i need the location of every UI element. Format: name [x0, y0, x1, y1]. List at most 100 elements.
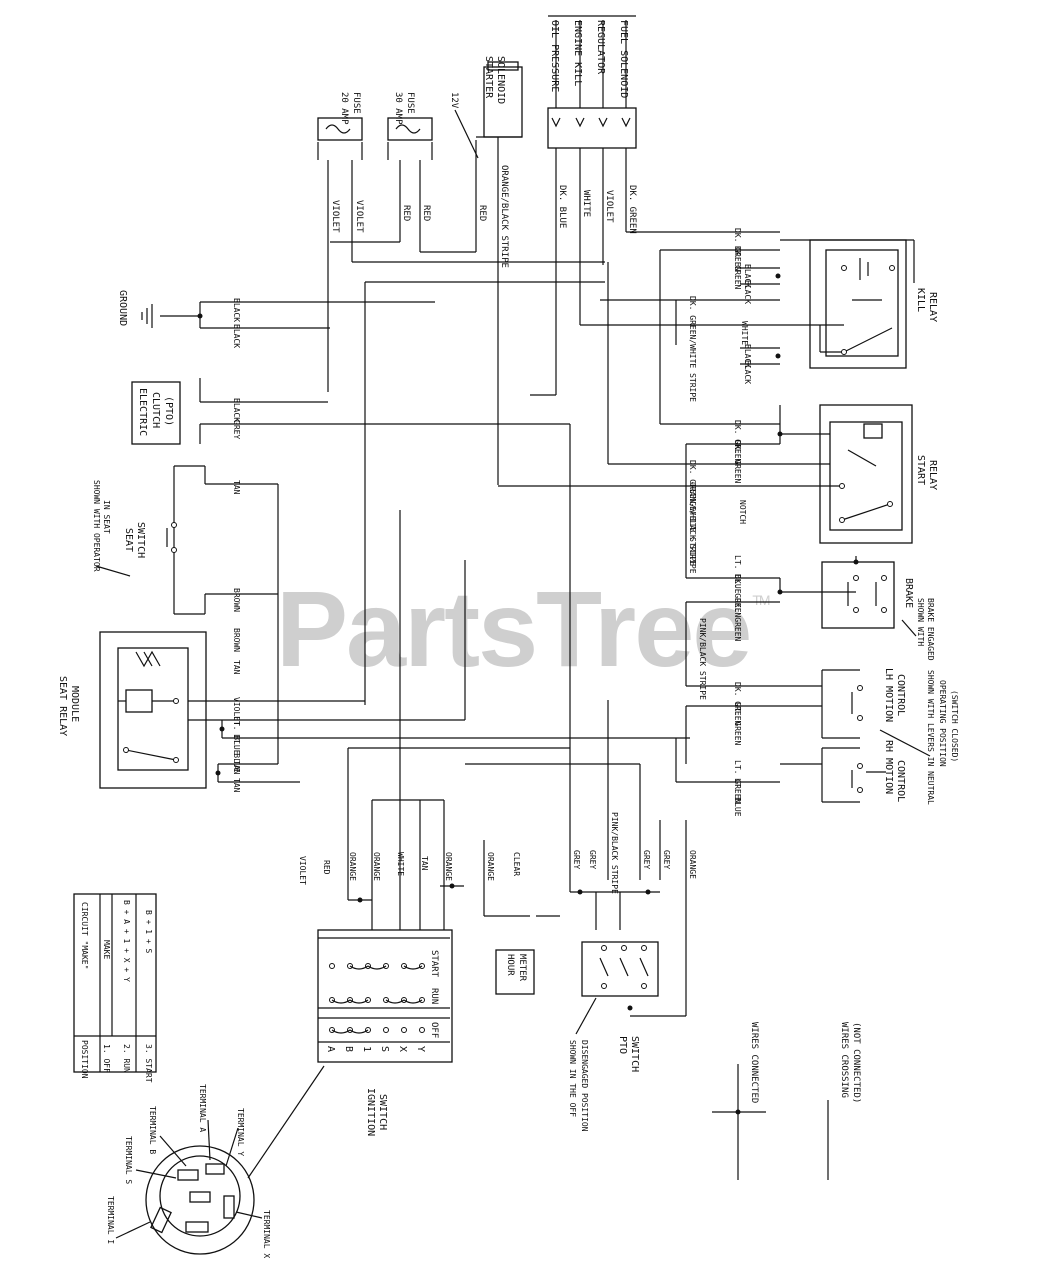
watermark-brand: PartsTree [276, 568, 752, 689]
wire-label-violet-1: VIOLET [330, 200, 340, 233]
terminal-a-label: TERMINAL A [198, 1084, 207, 1132]
legend-crossing-1: WIRES CROSSING [839, 1022, 849, 1098]
left-wire-brown-1: BROWN [232, 588, 241, 612]
right-wire-white: WHITE [740, 321, 749, 345]
left-wire-black-1: BLACK [232, 298, 241, 322]
seat-relay-label-1: SEAT RELAY [57, 676, 68, 736]
rh-motion-label-1: RH MOTION [883, 740, 894, 794]
right-wire-lt-blue-1: LT. BLUE [733, 555, 742, 594]
motion-note-1: SHOWN WITH LEVERS IN NEUTRAL [926, 670, 935, 805]
right-wire-dk-green-6: DK. GREEN [733, 598, 742, 642]
left-wire-tan-2: TAN [232, 660, 241, 675]
seat-note-2: IN SEAT [102, 500, 111, 534]
right-wire-lt-green-1: LT. GREEN [733, 702, 742, 746]
engine-connector: OIL PRESSURE ENGINE KILL REGULATOR FUEL … [547, 15, 637, 395]
top-wire-runs: VIOLET VIOLET RED RED RED ORANGE/BLACK S… [327, 140, 780, 705]
bottom-wire-grey-2: GREY [588, 850, 597, 869]
ignition-label-1: IGNITION [365, 1088, 376, 1136]
wire-label-violet-2: VIOLET [354, 200, 364, 233]
ignition-switch: START RUN OFF A B 1 S X Y IGNITION SWITC… [247, 929, 453, 1179]
legend: WIRES CONNECTED WIRES CROSSING (NOT CONN… [712, 1022, 861, 1180]
bottom-wire-orange-3: ORANGE [444, 852, 453, 881]
terminal-s-label: TERMINAL S [124, 1136, 133, 1184]
voltage-label: 12V [449, 92, 459, 109]
legend-connected: WIRES CONNECTED [749, 1022, 759, 1103]
left-wire-tan-1: TAN [232, 480, 241, 495]
hour-meter: HOUR METER [495, 949, 535, 995]
clutch-label-2: CLUTCH [150, 392, 161, 428]
left-wire-brown-2: BROWN [232, 628, 241, 652]
table-row-off-pos: 1. OFF [102, 1044, 111, 1073]
terminal-i-label: TERMINAL I [106, 1196, 115, 1244]
right-wire-dk-green-2: DK. GREEN [733, 246, 742, 290]
fuse30-label-2: FUSE [405, 92, 415, 114]
hour-meter-label-1: HOUR [505, 954, 515, 976]
left-wire-black-2: BLACK [232, 324, 241, 348]
brake-label: BRAKE [903, 578, 914, 608]
seat-switch-label-2: SWITCH [135, 522, 146, 558]
ign-row-start: START [429, 950, 439, 978]
motion-note-3: (SWITCH CLOSED) [950, 690, 959, 762]
right-wire-black-1: BLACK [743, 264, 752, 288]
kill-relay-label-1: KILL [915, 288, 926, 312]
wire-label-orange-black: ORANGE/BLACK STRIPE [499, 165, 509, 268]
lh-motion-label-1: LH MOTION [883, 668, 894, 722]
table-header-position: POSITION [80, 1040, 89, 1079]
ign-term-x: X [397, 1046, 408, 1052]
brake-note-2: BRAKE ENGAGED [926, 598, 935, 661]
left-wire-tan-3: TAN [232, 760, 241, 775]
table-row-run-make: B + A + 1 + X + Y [122, 900, 131, 982]
start-relay-label-2: RELAY [927, 460, 938, 490]
pto-label-2: SWITCH [629, 1036, 640, 1072]
starter-label-2: SOLENOID [495, 56, 506, 104]
circuit-table: POSITION CIRCUIT "MAKE" MAKE 1. OFF 2. R… [73, 893, 157, 1083]
right-wire-dk-green-7: DK. GREEN [733, 682, 742, 726]
wire-label-dk-blue: DK. BLUE [557, 185, 567, 228]
start-relay-label-1: START [915, 455, 926, 485]
fuse-20-amp: 20 AMP FUSE [317, 92, 363, 160]
seat-switch: SEAT SWITCH SHOWN WITH OPERATOR IN SEAT … [92, 465, 279, 764]
right-wire-dk-green-1: DK. GREEN [733, 228, 742, 272]
ign-term-a: A [325, 1046, 336, 1052]
table-row-start-make: B + 1 + S [144, 910, 153, 954]
pto-label-1: PTO [617, 1036, 628, 1054]
table-row-start-pos: 3. START [144, 1044, 153, 1083]
right-wire-black-2: BLACK [743, 280, 752, 304]
right-wire-dk-green-3: DK. GREEN [733, 420, 742, 464]
ign-row-off: OFF [429, 1022, 439, 1038]
lh-motion-label-2: CONTROL [895, 674, 906, 716]
electric-clutch: ELECTRIC CLUTCH (PTO) BLACK GREY [131, 378, 570, 445]
wire-label-red-2: RED [421, 205, 431, 221]
brake-switch: BRAKE SHOWN WITH BRAKE ENGAGED LT. BLUE … [685, 555, 935, 764]
connector-engine-kill: ENGINE KILL [572, 20, 583, 86]
left-wire-lt-blue-1: LT. BLUE [232, 716, 241, 755]
right-wire-dkgreen-white-1: DK. GREEN/WHITE STRIPE [688, 296, 697, 402]
wire-label-white: WHITE [581, 190, 591, 217]
bottom-wire-grey-4: GREY [662, 850, 671, 869]
rh-motion-label-2: CONTROL [895, 760, 906, 802]
seat-note-1: SHOWN WITH OPERATOR [92, 480, 101, 572]
left-wire-lt-blue-2: LT. BLUE [232, 734, 241, 773]
connector-fuel-solenoid: FUEL SOLENOID [618, 20, 629, 98]
ground-label: GROUND [117, 290, 128, 326]
left-wire-black-3: BLACK [232, 398, 241, 422]
bottom-wire-violet: VIOLET [298, 856, 307, 885]
ign-term-1: 1 [361, 1046, 372, 1052]
kill-relay-label-2: RELAY [927, 292, 938, 322]
right-wire-dkgreen-white-2: DK. GREEN/WHITE STRIPE [688, 460, 697, 566]
right-wire-lt-blue-2: LT. BLUE [733, 778, 742, 817]
bottom-wire-pink-black: PINK/BLACK STRIPE [610, 812, 619, 894]
bottom-wire-red: RED [322, 860, 331, 875]
table-sub-header: MAKE [102, 940, 111, 959]
wire-label-dk-green: DK. GREEN [627, 185, 637, 234]
ign-row-run: RUN [429, 988, 439, 1004]
right-wire-dk-green-4: DK. GREEN [733, 440, 742, 484]
wire-label-red-3: RED [477, 205, 487, 221]
fuse-30-amp: 30 AMP FUSE [387, 92, 433, 160]
right-wire-dk-green-5: DK. GREEN [733, 574, 742, 618]
bottom-wire-grey-1: GREY [572, 850, 581, 869]
right-wire-orange-black: ORANGE/BLACK STRIPE [688, 482, 697, 574]
bottom-wire-orange-1: ORANGE [348, 852, 357, 881]
bottom-wire-orange-2: ORANGE [372, 852, 381, 881]
